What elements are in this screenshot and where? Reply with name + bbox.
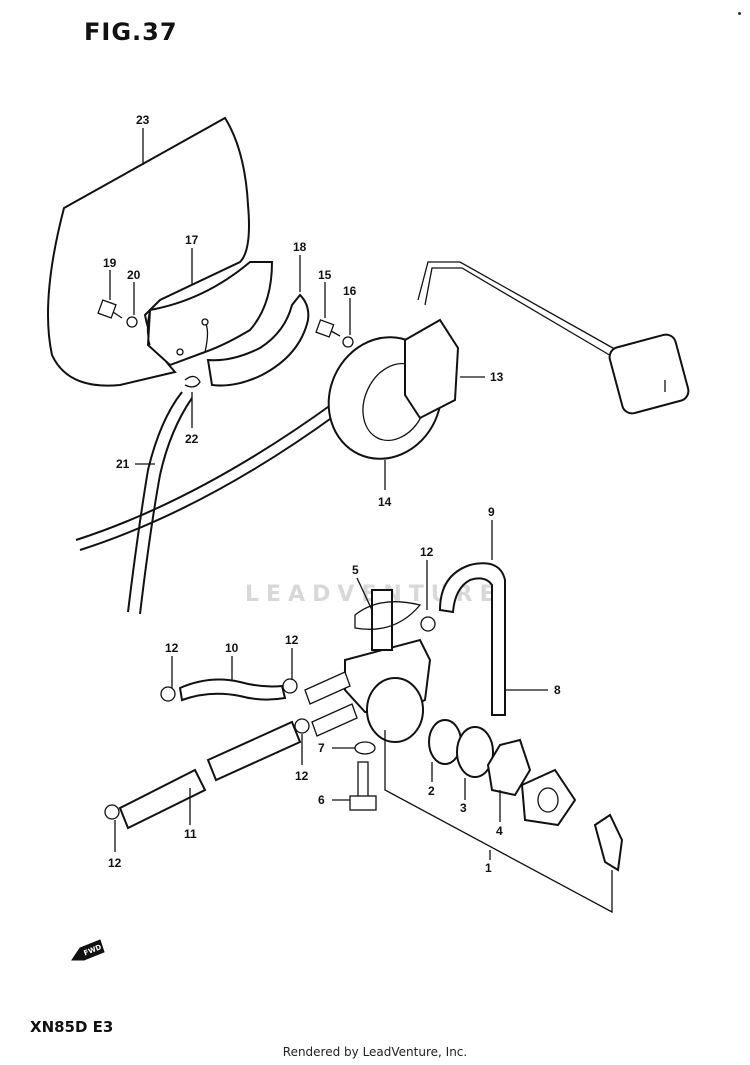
part-16-washer xyxy=(342,336,354,348)
part-1-valve-cup xyxy=(366,677,424,743)
part-21-drain-hose xyxy=(75,401,336,541)
part-12-clip xyxy=(420,616,436,632)
callout-12-mid: 12 xyxy=(285,633,299,647)
callout-13: 13 xyxy=(490,370,504,384)
callout-19: 19 xyxy=(103,256,117,270)
fwd-arrow: FWD xyxy=(71,939,105,961)
callout-5: 5 xyxy=(352,563,359,577)
part-9-corrugated-hose xyxy=(438,562,506,716)
part-7-washer xyxy=(354,741,376,755)
callout-12-top: 12 xyxy=(420,545,434,559)
sender-float xyxy=(608,333,690,415)
part-21-vent-hose xyxy=(127,391,183,613)
figure-title: FIG.37 xyxy=(84,18,178,46)
part-13-level-sender xyxy=(404,318,460,420)
part-2-diaphragm xyxy=(428,719,462,765)
callout-7: 7 xyxy=(318,741,325,755)
callout-18: 18 xyxy=(293,240,307,254)
part-17-bracket xyxy=(146,261,274,367)
callout-20: 20 xyxy=(127,268,141,282)
corner-dot xyxy=(738,12,741,15)
callout-15: 15 xyxy=(318,268,332,282)
part-10-hose xyxy=(178,678,287,702)
part-18-band xyxy=(206,293,310,387)
part-1-lever xyxy=(593,813,624,872)
part-19-bolt xyxy=(97,299,123,319)
callout-12-lower: 12 xyxy=(295,769,309,783)
callout-10: 10 xyxy=(225,641,239,655)
part-11-hose xyxy=(118,768,207,830)
callout-17: 17 xyxy=(185,233,199,247)
model-code: XN85D E3 xyxy=(30,1018,114,1036)
callout-11: 11 xyxy=(184,827,197,841)
callout-12-bottom: 12 xyxy=(108,856,122,870)
part-15-bolt xyxy=(315,319,341,338)
callout-1: 1 xyxy=(485,861,492,875)
part-12-clip xyxy=(160,686,176,702)
callout-9: 9 xyxy=(488,505,495,519)
part-12-clip xyxy=(104,804,120,820)
part-20-washer xyxy=(126,316,138,328)
part-3-spring-cap xyxy=(456,726,494,778)
part-12-clip xyxy=(282,678,298,694)
part-22-clip xyxy=(184,375,201,388)
callout-8: 8 xyxy=(554,683,561,697)
callout-4: 4 xyxy=(496,824,503,838)
leader-lines xyxy=(109,128,613,914)
callout-2: 2 xyxy=(428,784,435,798)
callout-16: 16 xyxy=(343,284,357,298)
part-4-gasket xyxy=(486,738,532,797)
callout-3: 3 xyxy=(460,801,467,815)
callout-22: 22 xyxy=(185,432,199,446)
callout-21: 21 xyxy=(116,457,130,471)
part-12-clip xyxy=(294,718,310,734)
callout-14: 14 xyxy=(378,495,392,509)
part-6-screw xyxy=(349,761,377,811)
callout-23: 23 xyxy=(136,113,150,127)
callout-6: 6 xyxy=(318,793,325,807)
footer-credit: Rendered by LeadVenture, Inc. xyxy=(282,1045,468,1059)
callout-12-left: 12 xyxy=(165,641,179,655)
